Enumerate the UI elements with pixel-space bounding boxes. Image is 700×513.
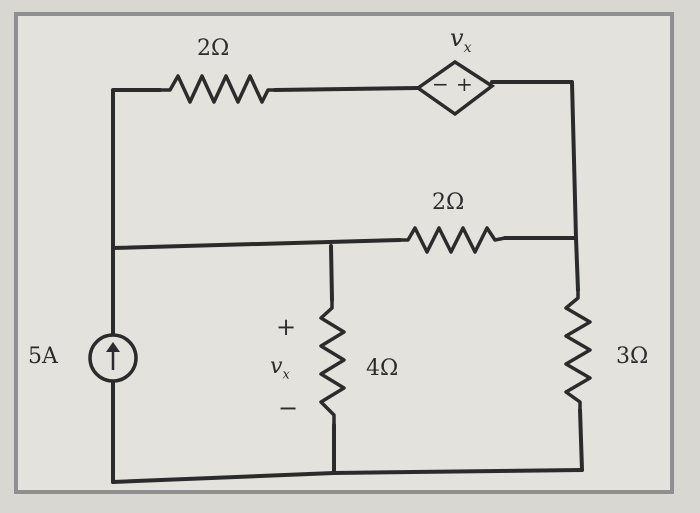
- center-voltage-plus: +: [276, 313, 297, 341]
- center-voltage-sub: x: [282, 367, 290, 383]
- current-source-label: 5A: [28, 344, 58, 369]
- wire-mid-left: [111, 238, 402, 250]
- wire-right-bottom: [578, 408, 584, 472]
- top-resistor-symbol: [160, 74, 275, 104]
- dependent-source-var: v: [450, 24, 464, 52]
- middle-resistor-symbol: [400, 226, 506, 254]
- dependent-source-sub: x: [463, 39, 472, 56]
- center-voltage-var: v: [270, 354, 283, 379]
- center-voltage-minus: −: [278, 394, 299, 422]
- dependent-source-label: vx: [450, 24, 471, 56]
- wire-top-right: [490, 80, 578, 240]
- top-resistor-label: 2Ω: [197, 36, 230, 61]
- wire-left-top: [111, 88, 162, 337]
- middle-resistor-label: 2Ω: [432, 190, 465, 215]
- dependent-source-symbol: [414, 59, 496, 117]
- frame-border: [14, 12, 674, 494]
- wire-center-top: [329, 244, 334, 302]
- dependent-source-plus: +: [456, 72, 473, 96]
- right-resistor-symbol: [564, 290, 592, 410]
- right-resistor-label: 3Ω: [616, 344, 649, 369]
- wire-right-down: [574, 236, 580, 292]
- center-resistor-label: 4Ω: [366, 356, 399, 381]
- dependent-source-minus: −: [432, 72, 449, 96]
- center-resistor-symbol: [319, 300, 346, 425]
- up-arrow-icon: [106, 342, 120, 370]
- center-voltage-label: vx: [270, 354, 290, 382]
- wire-top-mid: [273, 86, 420, 92]
- wire-bottom: [111, 468, 584, 484]
